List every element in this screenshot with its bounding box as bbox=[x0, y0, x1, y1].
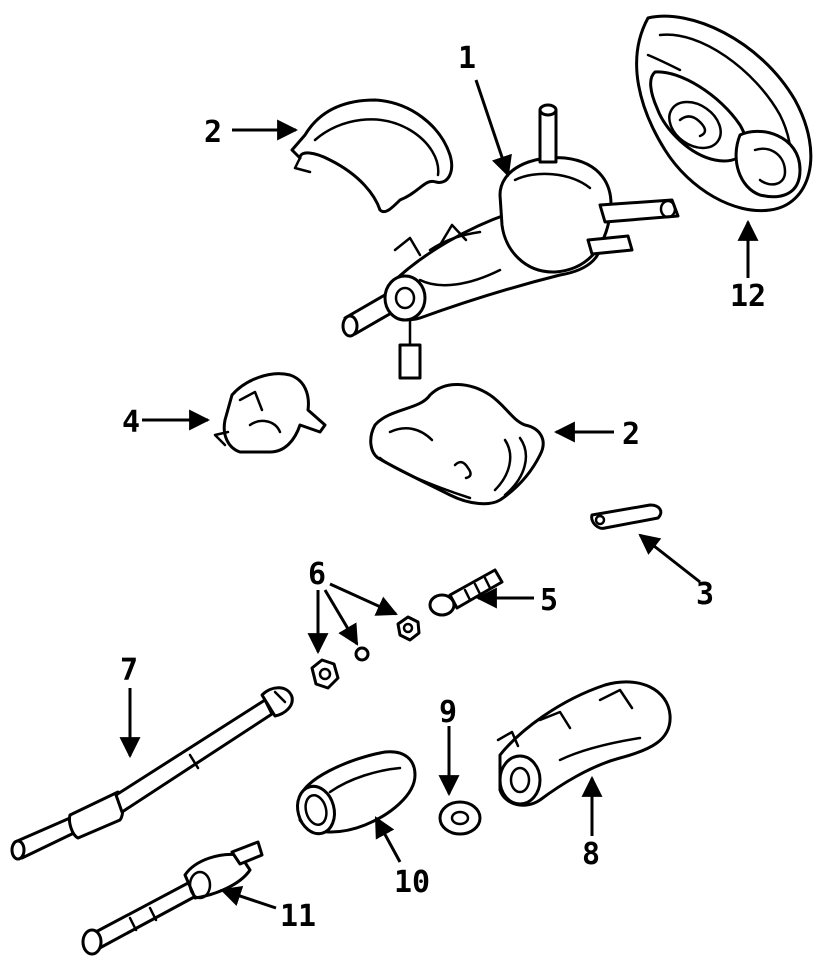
svg-text:9: 9 bbox=[439, 695, 457, 730]
svg-text:7: 7 bbox=[120, 653, 138, 688]
callout-2-bottom: 2 bbox=[553, 417, 640, 452]
bolt bbox=[428, 568, 504, 617]
bearing-washer bbox=[438, 800, 482, 836]
tilt-lever-clip bbox=[590, 503, 663, 530]
lock-housing bbox=[496, 680, 672, 807]
callout-7: 7 bbox=[119, 653, 141, 759]
callout-2-top: 2 bbox=[204, 115, 299, 150]
svg-text:2: 2 bbox=[622, 417, 640, 452]
callout-1: 1 bbox=[458, 41, 512, 177]
callout-3: 3 bbox=[638, 533, 714, 612]
callout-10: 10 bbox=[374, 816, 430, 900]
svg-text:2: 2 bbox=[204, 115, 222, 150]
svg-text:10: 10 bbox=[394, 865, 430, 900]
svg-text:11: 11 bbox=[280, 899, 316, 934]
callout-4: 4 bbox=[122, 405, 211, 440]
svg-text:5: 5 bbox=[540, 583, 558, 618]
column-tube bbox=[296, 750, 417, 836]
svg-text:12: 12 bbox=[730, 279, 766, 314]
callout-5: 5 bbox=[475, 583, 558, 618]
upper-shroud bbox=[290, 98, 454, 214]
svg-text:1: 1 bbox=[458, 41, 476, 76]
svg-text:6: 6 bbox=[308, 557, 326, 592]
callout-8: 8 bbox=[581, 775, 603, 872]
svg-text:8: 8 bbox=[582, 837, 600, 872]
callout-11: 11 bbox=[220, 886, 316, 934]
lower-shroud bbox=[369, 383, 545, 506]
callout-6: 6 bbox=[307, 557, 398, 655]
nut-large bbox=[310, 658, 340, 690]
nut-small bbox=[354, 646, 370, 662]
svg-text:4: 4 bbox=[122, 405, 140, 440]
svg-text:3: 3 bbox=[696, 577, 714, 612]
callout-12: 12 bbox=[730, 219, 766, 314]
nut-medium bbox=[396, 615, 421, 642]
switch-housing bbox=[213, 372, 327, 454]
ignition-actuator bbox=[81, 840, 264, 956]
steering-column-assembly bbox=[341, 103, 680, 380]
intermediate-shaft bbox=[10, 686, 294, 861]
steering-wheel bbox=[635, 14, 813, 213]
callout-9: 9 bbox=[438, 695, 460, 797]
